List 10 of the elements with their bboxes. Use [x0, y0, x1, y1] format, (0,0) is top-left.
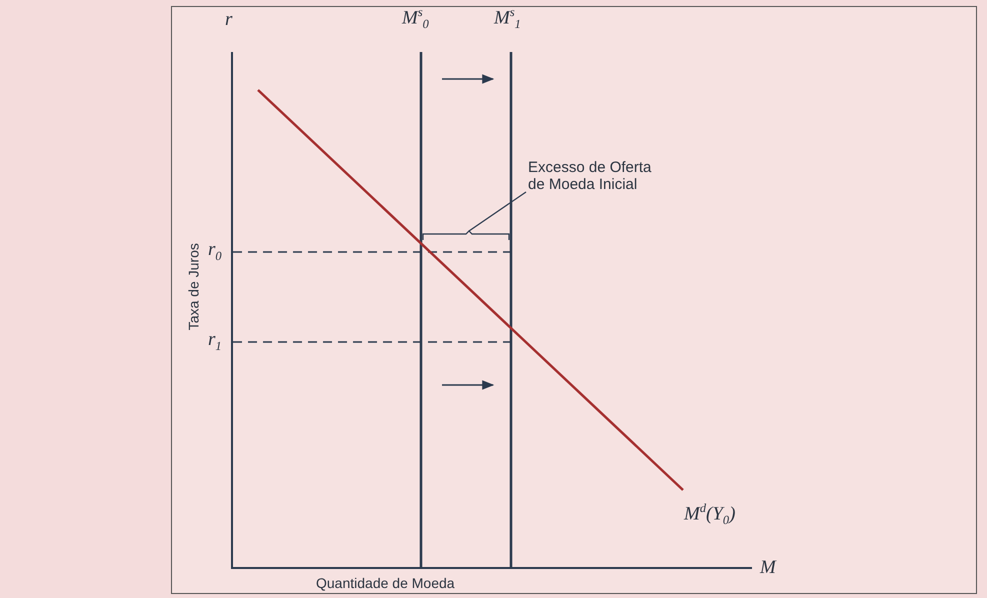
tick-label: r$_{0}$ — [208, 240, 222, 264]
callout-text: Excesso de Oferta de Moeda Inicial — [528, 160, 668, 193]
axis-title: Quantidade de Moeda — [316, 576, 455, 592]
tick-label: r$_{1}$ — [208, 330, 222, 354]
axis-label: M — [760, 558, 776, 579]
curve-label: M$^{d}$(Y$_{0}$) — [684, 502, 736, 528]
axis-label: r — [225, 10, 232, 31]
axis-title: Taxa de Juros — [186, 242, 202, 332]
bracket — [422, 230, 510, 240]
leader-line — [468, 192, 526, 232]
